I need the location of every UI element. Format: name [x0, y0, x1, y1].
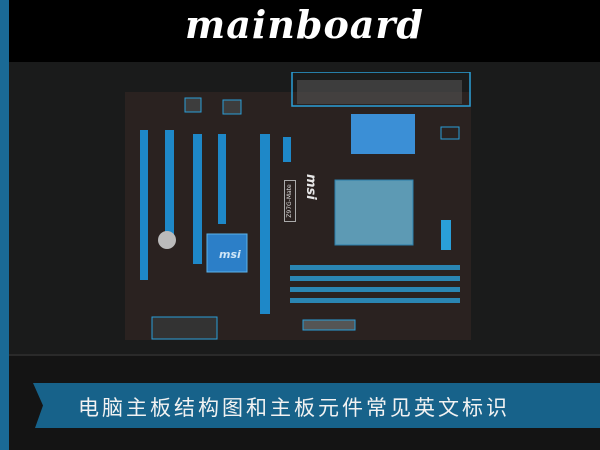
chip — [222, 99, 242, 115]
cmos-battery — [158, 231, 176, 249]
io-ports — [297, 80, 462, 104]
front-panel-connector — [151, 316, 218, 340]
pcie-slots — [140, 130, 291, 314]
chipset-heatsink — [206, 233, 248, 273]
caption-banner — [33, 383, 600, 428]
board-model-mark: Z97G-Mate — [284, 180, 296, 222]
fan-header — [440, 126, 460, 140]
chip — [184, 97, 202, 113]
board-brand-mark: msi — [303, 174, 318, 200]
left-accent-stripe — [0, 0, 9, 450]
brand-logo: msi — [219, 248, 241, 261]
motherboard-image: msi msi — [125, 72, 471, 340]
banner-text: 电脑主板结构图和主板元件常见英文标识 — [78, 396, 510, 420]
page-title: mainboard — [184, 2, 425, 47]
cpu-socket — [334, 179, 414, 246]
io-panel-highlight — [291, 72, 471, 107]
sata-connector — [302, 319, 356, 331]
vrm-heatsink — [351, 114, 415, 154]
header-band — [9, 0, 600, 62]
dimm-slots — [290, 265, 460, 303]
power-connector — [441, 220, 451, 250]
divider — [9, 354, 600, 356]
